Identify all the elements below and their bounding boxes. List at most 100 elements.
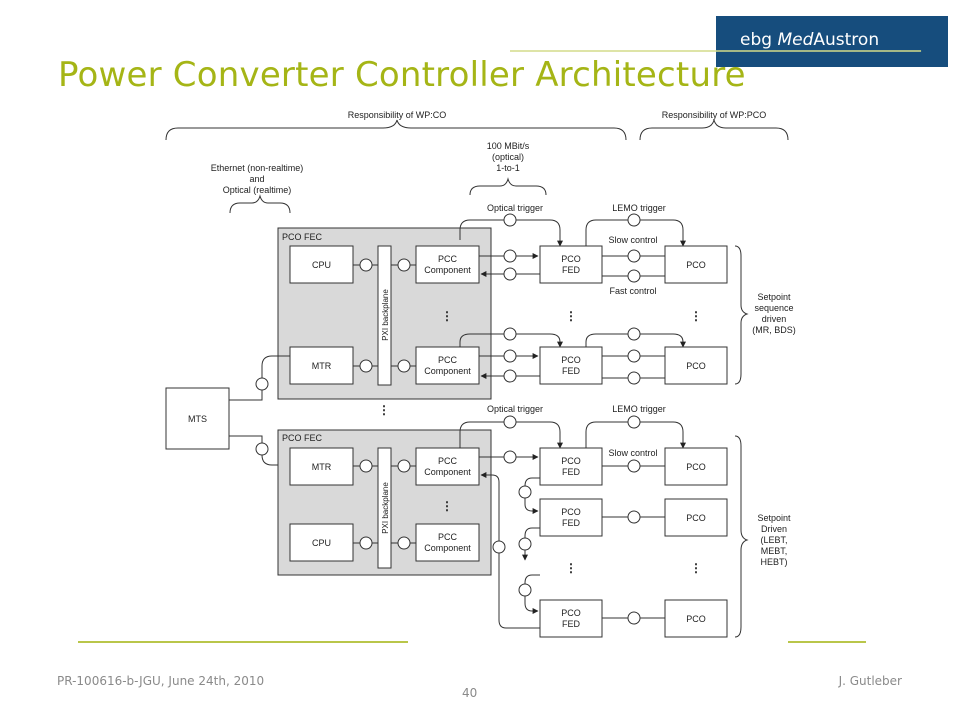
mtr-box-upper <box>289 346 354 385</box>
label-link-speed: 100 MBit/s <box>487 141 530 151</box>
bracket-setpoint-driven <box>734 435 749 638</box>
pcc-box-upper-1 <box>415 245 480 284</box>
label-link-medium: (optical) <box>492 152 524 162</box>
label-fed: PCO <box>561 355 581 365</box>
connector <box>255 442 269 456</box>
label-link-topology: 1-to-1 <box>496 163 520 173</box>
label-fed: PCO <box>561 608 581 618</box>
label-pcc-component: Component <box>424 265 471 275</box>
connector <box>397 459 411 473</box>
connector <box>503 450 517 464</box>
cpu-box-lower <box>289 523 354 562</box>
pco-fed-box-3 <box>539 447 603 486</box>
brace-link <box>469 177 547 196</box>
brace-wp-pco <box>639 119 789 141</box>
connector <box>503 327 517 341</box>
label-lemo-trigger-upper: LEMO trigger <box>612 203 666 213</box>
label-setpoint-seq: (MR, BDS) <box>752 325 796 335</box>
label-setpoint-driven: HEBT) <box>761 557 788 567</box>
bracket-setpoint-sequence <box>734 245 749 385</box>
label-pcc-component: Component <box>424 543 471 553</box>
label-setpoint-driven: MEBT, <box>761 546 788 556</box>
label-fed: FED <box>562 518 581 528</box>
logo-text: ebg MedAustron <box>740 30 880 50</box>
label-pcc: PCC <box>438 355 458 365</box>
footer-reference: PR-100616-b-JGU, June 24th, 2010 <box>57 674 265 688</box>
label-ethernet: Ethernet (non-realtime) <box>211 163 304 173</box>
ellipsis-between-fecs: ⋮ <box>378 403 390 417</box>
mts-box <box>165 387 230 450</box>
link-mts-upper <box>229 355 290 401</box>
connector <box>359 459 373 473</box>
label-slow-control-upper: Slow control <box>608 235 657 245</box>
label-fed: PCO <box>561 254 581 264</box>
pco-fed-box-4 <box>539 498 603 537</box>
connector <box>627 459 641 473</box>
label-optical-trigger-upper: Optical trigger <box>487 203 543 213</box>
pco-box-3 <box>664 447 728 486</box>
connector <box>503 349 517 363</box>
connector <box>503 369 517 383</box>
ellipsis-upper-pco: ⋮ <box>690 309 702 323</box>
label-pco: PCO <box>686 361 706 371</box>
label-pco: PCO <box>686 260 706 270</box>
mtr-box-lower <box>289 447 354 486</box>
header-rule-dot <box>921 48 927 54</box>
label-fed: FED <box>562 467 581 477</box>
connector <box>397 536 411 550</box>
connector <box>397 258 411 272</box>
daisy-chain-2 <box>522 527 540 561</box>
ellipsis-upper-fed: ⋮ <box>565 309 577 323</box>
label-lemo-trigger-lower: LEMO trigger <box>612 404 666 414</box>
label-pcc: PCC <box>438 532 458 542</box>
ellipsis-upper-pcc: ⋮ <box>441 309 453 323</box>
medaustron-logo: ebg MedAustron <box>716 16 948 67</box>
backplane-upper <box>377 245 392 386</box>
label-backplane-lower: PXI backplane <box>381 482 390 534</box>
label-pcc-component: Component <box>424 467 471 477</box>
brace-ethernet <box>229 194 291 214</box>
pco-box-5 <box>664 599 728 638</box>
label-setpoint-seq: Setpoint <box>757 292 791 302</box>
label-fed: PCO <box>561 507 581 517</box>
label-mts: MTS <box>188 414 207 424</box>
connector <box>627 349 641 363</box>
label-setpoint-seq: sequence <box>754 303 793 313</box>
connector <box>503 267 517 281</box>
connector <box>627 415 641 429</box>
label-optical-trigger-lower: Optical trigger <box>487 404 543 414</box>
label-fed: PCO <box>561 456 581 466</box>
label-mtr-lower: MTR <box>312 462 332 472</box>
label-pco: PCO <box>686 462 706 472</box>
pco-box-2 <box>664 346 728 385</box>
label-fast-control: Fast control <box>609 286 656 296</box>
pco-fed-box-5 <box>539 599 603 638</box>
connector <box>627 611 641 625</box>
connector <box>359 258 373 272</box>
label-mtr-upper: MTR <box>312 361 332 371</box>
label-setpoint-driven: Setpoint <box>757 513 791 523</box>
label-ethernet-and: and <box>249 174 264 184</box>
connector <box>627 269 641 283</box>
label-cpu-lower: CPU <box>312 538 331 548</box>
connector <box>627 327 641 341</box>
label-backplane-upper: PXI backplane <box>381 289 390 341</box>
pco-box-1 <box>664 245 728 284</box>
label-optical: Optical (realtime) <box>223 185 292 195</box>
ellipsis-lower-fed: ⋮ <box>565 561 577 575</box>
label-pco: PCO <box>686 614 706 624</box>
connector <box>359 536 373 550</box>
footer-author: J. Gutleber <box>838 674 902 688</box>
connector <box>492 540 506 554</box>
label-cpu-upper: CPU <box>312 260 331 270</box>
label-fed: FED <box>562 265 581 275</box>
label-pco: PCO <box>686 513 706 523</box>
connector <box>503 213 517 227</box>
pcc-box-upper-2 <box>415 346 480 385</box>
label-setpoint-seq: driven <box>762 314 787 324</box>
connector <box>503 415 517 429</box>
label-setpoint-driven: (LEBT, <box>760 535 787 545</box>
pco-fed-box-2 <box>539 346 603 385</box>
